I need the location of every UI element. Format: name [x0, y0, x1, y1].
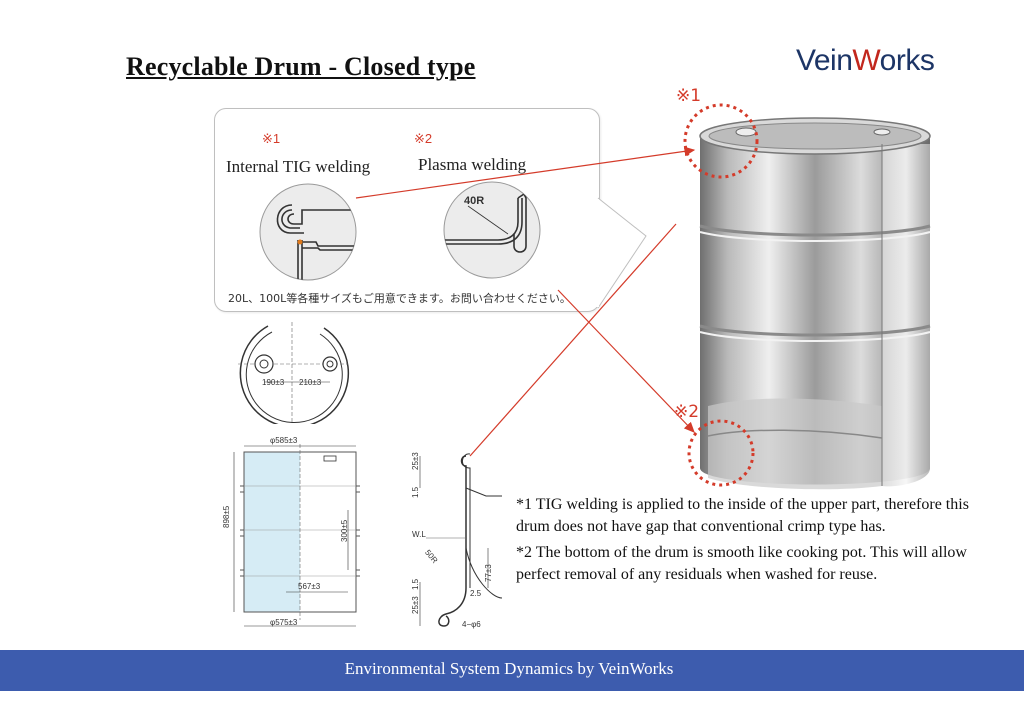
footer-bar	[0, 650, 1024, 691]
callout-mark-2: ※2	[414, 131, 433, 146]
upper-weld-highlight	[683, 103, 759, 179]
dim-top-diameter: φ585±3	[270, 436, 298, 445]
radius-label: 40R	[464, 195, 484, 207]
dim-bottom-diameter: φ575±3	[270, 618, 298, 627]
size-availability-note: 20L、100L等各種サイズもご用意できます。お問い合わせください。	[228, 292, 571, 305]
plasma-weld-detail-diagram: 40R	[443, 181, 541, 279]
arrow-section-to-drum	[469, 223, 677, 457]
weld-point-marker	[297, 239, 303, 245]
veinworks-logo: VeinWorks	[796, 44, 935, 78]
top-dim-right: 210±3	[299, 378, 322, 387]
section-dim-thickness: 2.5	[470, 589, 482, 598]
section-dim-wl: W.L	[412, 530, 426, 539]
photo-mark-1: ※1	[676, 86, 702, 106]
arrow-tig-to-top	[355, 146, 696, 199]
bottom-weld-highlight	[687, 419, 755, 487]
arrow-plasma-to-bottom	[557, 289, 695, 433]
top-dim-left: 190±3	[262, 378, 285, 387]
footer-text: Environmental System Dynamics by VeinWor…	[344, 659, 674, 678]
section-dim-holes: 4−φ6	[462, 620, 481, 629]
note-2: *2 The bottom of the drum is smooth like…	[516, 544, 967, 583]
drum-top-view-drawing	[238, 322, 350, 424]
logo-text: VeinWorks	[796, 44, 935, 77]
callout-mark-1: ※1	[262, 131, 281, 146]
dim-inner-diameter: 567±3	[298, 582, 321, 591]
note-1: *1 TIG welding is applied to the inside …	[516, 496, 969, 535]
stainless-drum-illustration	[699, 117, 931, 490]
tig-welding-label: Internal TIG welding	[226, 157, 371, 176]
logo-accent-letter: W	[852, 44, 880, 77]
drum-section-profile-drawing	[419, 453, 503, 627]
plasma-welding-label: Plasma welding	[418, 155, 527, 174]
callout-pointer	[590, 197, 647, 309]
explanation-notes: *1 TIG welding is applied to the inside …	[516, 494, 972, 590]
tig-weld-detail-diagram	[259, 183, 357, 281]
drum-side-elevation-drawing	[233, 444, 360, 627]
page-title: Recyclable Drum - Closed type	[126, 52, 476, 81]
